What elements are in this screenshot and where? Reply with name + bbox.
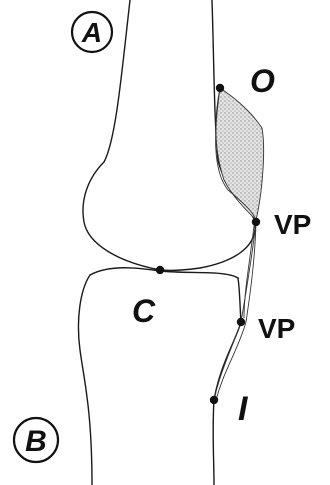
lower-bone-left-contour bbox=[78, 275, 92, 485]
insertion-label: I bbox=[238, 390, 249, 428]
insertion-point bbox=[210, 396, 218, 404]
bone-b-label: B bbox=[25, 425, 47, 458]
volar-plate-upper-point bbox=[252, 218, 260, 226]
bone-a-label: A bbox=[81, 17, 102, 48]
volar-plate-lower-label: VP bbox=[258, 313, 295, 344]
lower-bone-right-contour bbox=[213, 278, 241, 485]
volar-plate-lower-point bbox=[237, 318, 245, 326]
condyle-point bbox=[156, 266, 164, 274]
volar-plate-upper-label: VP bbox=[274, 209, 311, 240]
condyle-label: C bbox=[132, 293, 156, 329]
origin-point bbox=[216, 84, 224, 92]
origin-label: O bbox=[250, 63, 275, 99]
